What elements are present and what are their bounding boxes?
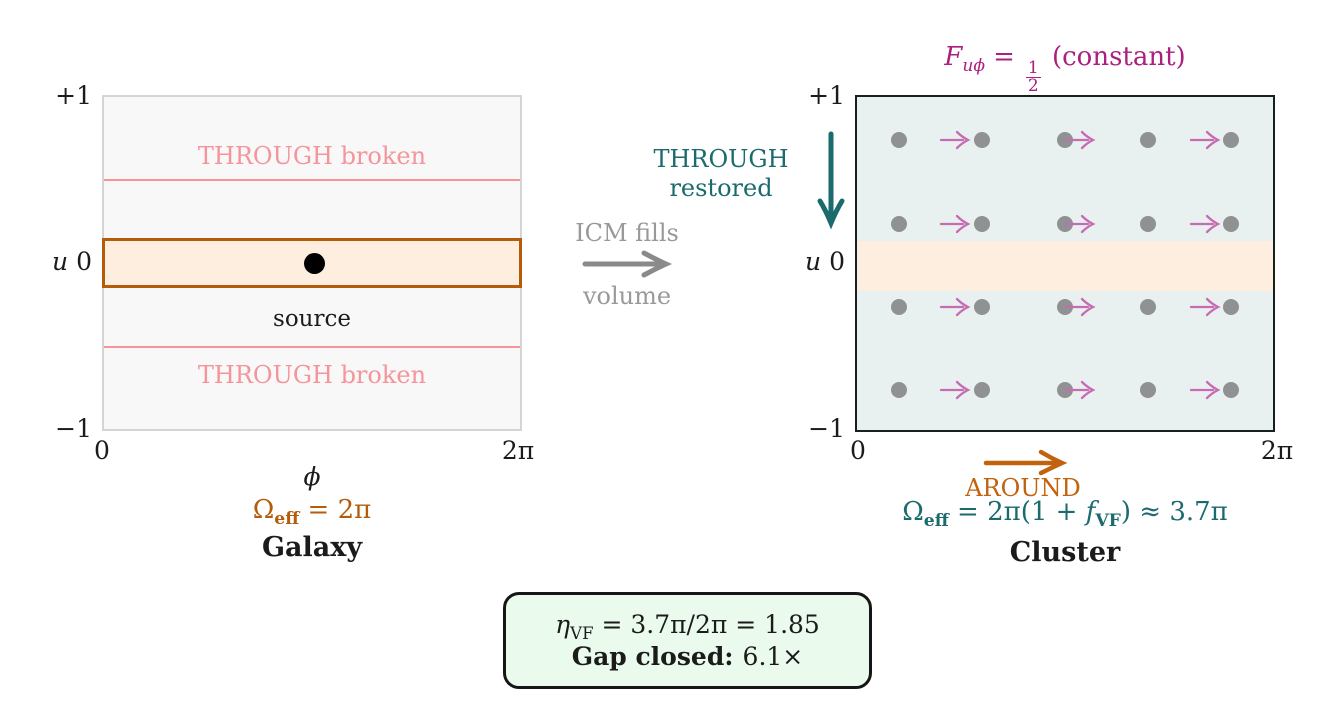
field-dot <box>973 298 990 315</box>
field-dot <box>973 382 990 399</box>
transition-label-line1: ICM fills <box>575 219 679 247</box>
equals-sign: = <box>993 42 1015 72</box>
through-restored-label: THROUGH restored <box>628 145 814 203</box>
field-arrow-icon <box>1064 380 1096 400</box>
galaxy-xtick-2pi: 2π <box>501 436 535 465</box>
flux-symbol: F <box>944 42 963 72</box>
field-arrow-icon <box>1064 297 1096 316</box>
field-arrow-icon <box>940 131 971 150</box>
fraction-denominator: 2 <box>1025 76 1041 97</box>
omega-mid: = 2π(1 + <box>948 497 1086 527</box>
omega-symbol: Ω <box>252 495 275 525</box>
galaxy-title: Galaxy <box>261 532 363 563</box>
field-arrow-icon <box>940 380 971 400</box>
field-dot <box>973 132 990 149</box>
cluster-plot-area <box>855 95 1275 432</box>
cluster-u-zero: 0 <box>829 247 845 276</box>
galaxy-plot-area: THROUGH broken source THROUGH broken <box>102 95 522 431</box>
through-broken-label-top: THROUGH broken <box>197 142 427 170</box>
gap-closed-label: Gap closed: <box>571 642 734 671</box>
flux-subscript: uϕ <box>962 56 986 77</box>
eta-value: = 3.7π/2π = 1.85 <box>593 610 820 639</box>
field-dot <box>890 132 907 149</box>
cluster-ytick-u0: u 0 <box>779 248 845 276</box>
result-gap-line: Gap closed: 6.1× <box>572 642 804 671</box>
field-arrow-icon <box>940 297 971 316</box>
cluster-xtick-2pi: 2π <box>1260 436 1294 465</box>
field-dot <box>1223 215 1240 232</box>
galaxy-ytick-u0: u 0 <box>26 248 92 276</box>
source-band <box>102 238 522 288</box>
field-dot <box>1223 298 1240 315</box>
cluster-xtick-0: 0 <box>850 436 866 465</box>
field-dot <box>890 382 907 399</box>
galaxy-u-symbol: u <box>52 247 69 276</box>
field-arrow-icon <box>1064 131 1096 150</box>
gap-closed-value: 6.1× <box>742 642 804 671</box>
field-dot <box>1223 132 1240 149</box>
around-label: AROUND <box>965 474 1081 502</box>
vector-field <box>857 97 1273 430</box>
through-broken-line-bottom <box>104 346 520 348</box>
f-subscript: VF <box>1095 511 1121 532</box>
field-arrow-icon <box>1189 380 1221 400</box>
galaxy-xaxis-label-phi: ϕ <box>303 462 321 491</box>
through-restored-down-arrow-icon <box>817 131 845 230</box>
field-dot <box>1140 132 1157 149</box>
field-arrow-icon <box>940 214 971 233</box>
field-dot <box>973 215 990 232</box>
through-broken-label-bottom: THROUGH broken <box>197 361 427 389</box>
omega-value: = 2π <box>299 495 372 525</box>
result-box: ηVF = 3.7π/2π = 1.85 Gap closed: 6.1× <box>503 592 872 689</box>
transition-label-line2: volume <box>582 282 672 310</box>
field-dot <box>890 215 907 232</box>
field-dot <box>1223 382 1240 399</box>
field-arrow-icon <box>1189 131 1221 150</box>
field-dot <box>1140 215 1157 232</box>
field-arrow-icon <box>1189 214 1221 233</box>
field-dot <box>890 298 907 315</box>
field-arrow-icon <box>1064 214 1096 233</box>
equator-band <box>857 241 1273 291</box>
cluster-ytick-plus1: +1 <box>808 81 845 110</box>
result-eta-line: ηVF = 3.7π/2π = 1.85 <box>555 610 820 642</box>
fraction-numerator: 1 <box>1027 57 1039 78</box>
through-restored-line1: THROUGH <box>653 145 789 173</box>
galaxy-ytick-plus1: +1 <box>55 81 92 110</box>
galaxy-ytick-minus1: −1 <box>55 414 92 443</box>
field-arrow-icon <box>1189 297 1221 316</box>
source-dot <box>304 253 325 274</box>
cluster-u-symbol: u <box>805 247 822 276</box>
cluster-ytick-minus1: −1 <box>808 414 845 443</box>
through-broken-line-top <box>104 179 520 181</box>
eta-subscript: VF <box>570 624 594 643</box>
cluster-omega-formula: Ωeff = 2π(1 + fVF) ≈ 3.7π <box>845 497 1285 530</box>
galaxy-xtick-0: 0 <box>94 436 110 465</box>
omega-subscript: eff <box>923 511 949 532</box>
constant-note: (constant) <box>1051 42 1186 72</box>
eta-symbol: η <box>555 610 571 639</box>
through-restored-line2: restored <box>669 174 773 202</box>
source-label: source <box>273 306 351 332</box>
omega-symbol: Ω <box>902 497 924 527</box>
galaxy-omega-formula: Ωeff = 2π <box>182 495 442 528</box>
field-dot <box>1140 298 1157 315</box>
cluster-title: Cluster <box>1009 537 1121 568</box>
galaxy-u-zero: 0 <box>76 247 92 276</box>
omega-value: ) ≈ 3.7π <box>1120 497 1228 527</box>
around-right-arrow-icon <box>983 449 1068 476</box>
field-dot <box>1140 382 1157 399</box>
omega-subscript: eff <box>274 509 300 530</box>
f-symbol: f <box>1085 497 1096 527</box>
icm-right-arrow-icon <box>582 250 673 278</box>
